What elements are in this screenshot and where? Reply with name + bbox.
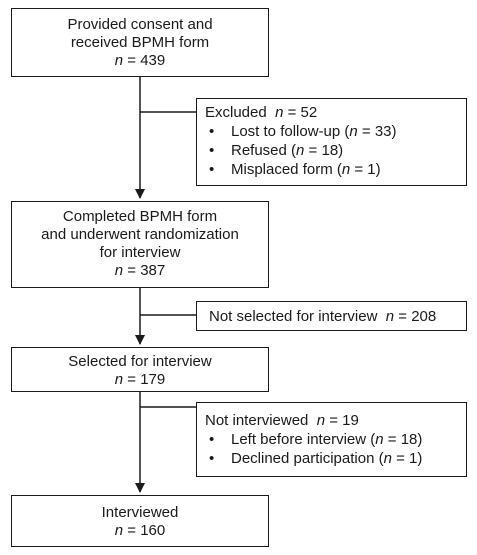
box-selected-for-interview: Selected for interview n = 179 <box>11 347 269 392</box>
count-value: = 160 <box>127 522 166 539</box>
box2-line-3: for interview <box>99 244 181 261</box>
excluded-reasons-list: Lost to follow-up (n = 33) Refused (n = … <box>205 122 466 179</box>
count-value: = 439 <box>127 52 166 69</box>
box4-count: n = 160 <box>12 522 268 540</box>
box-interviewed: Interviewed n = 160 <box>11 495 269 547</box>
not-selected-title: Not selected for interview n = 208 <box>209 307 466 326</box>
count-value: = 387 <box>127 262 166 279</box>
box1-line-1: Provided consent and <box>67 16 213 33</box>
box-not-selected: Not selected for interview n = 208 <box>196 301 467 331</box>
box-excluded: Excluded n = 52 Lost to follow-up (n = 3… <box>196 98 467 186</box>
box2-count: n = 387 <box>12 262 268 280</box>
box3-count: n = 179 <box>12 371 268 389</box>
count-value: = 19 <box>329 412 359 429</box>
list-item: Left before interview (n = 18) <box>205 430 466 449</box>
box-provided-consent: Provided consent and received BPMH form … <box>11 8 269 77</box>
box1-count: n = 439 <box>12 52 268 70</box>
not-interviewed-title: Not interviewed n = 19 <box>205 411 466 430</box>
count-value: = 52 <box>287 104 318 121</box>
count-value: = 208 <box>398 308 437 325</box>
list-item: Misplaced form (n = 1) <box>205 160 466 179</box>
box3-line-1: Selected for interview <box>68 353 212 370</box>
box-completed-bpmh: Completed BPMH form and underwent random… <box>11 201 269 288</box>
n-symbol: n <box>114 371 124 388</box>
list-item: Declined participation (n = 1) <box>205 449 466 468</box>
box1-line-2: received BPMH form <box>70 34 210 51</box>
n-symbol: n <box>114 262 124 279</box>
n-symbol: n <box>316 412 326 429</box>
list-item: Refused (n = 18) <box>205 141 466 160</box>
excluded-label: Excluded <box>205 104 267 121</box>
not-selected-label: Not selected for interview <box>209 308 378 325</box>
not-interviewed-label: Not interviewed <box>205 412 309 429</box>
box2-line-2: and underwent randomization <box>41 226 239 243</box>
excluded-title: Excluded n = 52 <box>205 103 466 122</box>
list-item: Lost to follow-up (n = 33) <box>205 122 466 141</box>
box-not-interviewed: Not interviewed n = 19 Left before inter… <box>196 402 467 477</box>
n-symbol: n <box>385 308 395 325</box>
not-interviewed-reasons-list: Left before interview (n = 18) Declined … <box>205 430 466 468</box>
count-value: = 179 <box>127 371 166 388</box>
n-symbol: n <box>114 522 124 539</box>
box4-line-1: Interviewed <box>101 504 179 521</box>
n-symbol: n <box>114 52 124 69</box>
n-symbol: n <box>275 104 284 121</box>
box2-line-1: Completed BPMH form <box>62 208 218 225</box>
